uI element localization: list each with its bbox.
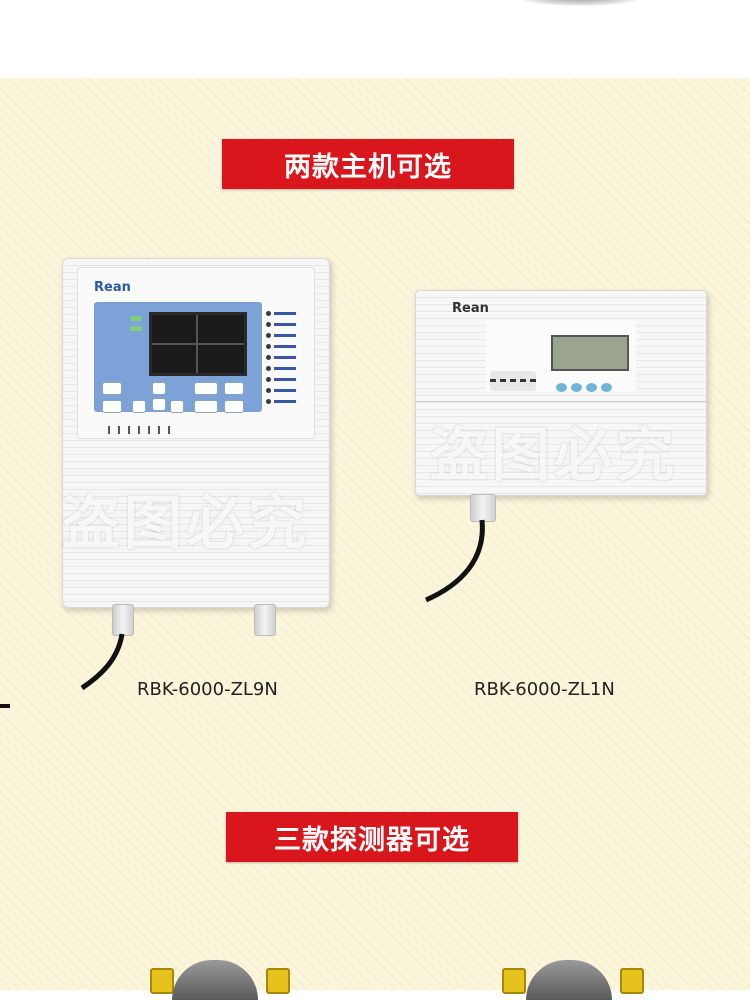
panel-key	[194, 400, 218, 413]
up-key	[152, 382, 166, 395]
cable-gland	[112, 604, 134, 636]
detector-mount	[150, 968, 174, 994]
status-led	[130, 326, 142, 331]
host-device-zl1n: Rean	[415, 290, 707, 496]
housing-seam	[416, 401, 706, 402]
watermark: 盗图必究	[430, 421, 679, 489]
panel-key	[170, 400, 184, 413]
detector-mount	[620, 968, 644, 994]
hosts-banner: 两款主机可选	[222, 139, 514, 189]
lcd-screen	[149, 312, 247, 376]
status-led	[130, 316, 142, 321]
buzzer-grille	[490, 371, 536, 391]
panel-key	[224, 382, 244, 395]
indicator-column	[266, 308, 312, 407]
control-panel	[94, 302, 262, 413]
panel-key	[102, 400, 122, 413]
detectors-banner: 三款探测器可选	[226, 812, 518, 862]
model-label: RBK-6000-ZL9N	[137, 679, 278, 700]
brand-logo: Rean	[94, 280, 131, 295]
cable-gland	[470, 494, 496, 522]
detector-mount	[266, 968, 290, 994]
detector-mount	[502, 968, 526, 994]
lcd-screen	[551, 335, 629, 371]
panel-key	[102, 382, 122, 395]
cable-gland	[254, 604, 276, 636]
confirm-key	[152, 398, 166, 411]
device-front-panel: Rean	[77, 267, 315, 439]
host-device-zl9n: Rean	[62, 258, 330, 608]
content-background	[0, 78, 750, 990]
product-shadow	[520, 0, 640, 6]
watermark: 盗图必究	[62, 489, 311, 557]
model-label: RBK-6000-ZL1N	[474, 679, 615, 700]
brand-logo: Rean	[452, 301, 489, 316]
top-band	[0, 0, 750, 78]
button-row	[556, 377, 626, 392]
panel-key	[224, 400, 244, 413]
indicator-dots	[108, 426, 178, 434]
panel-key	[194, 382, 218, 395]
panel-key	[132, 400, 146, 413]
